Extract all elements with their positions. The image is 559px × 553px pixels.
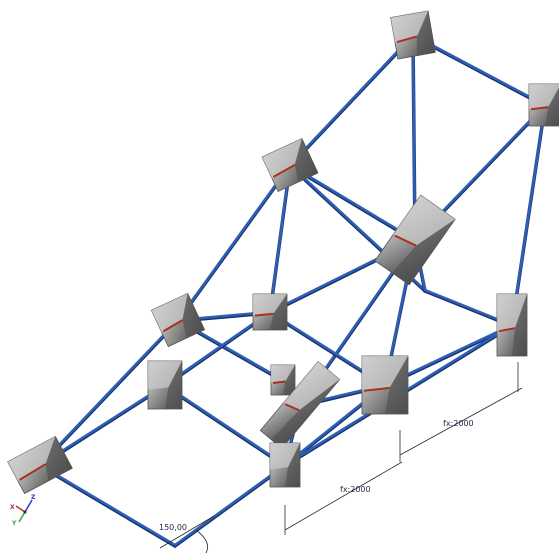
- axis-triad[interactable]: Z X Y: [10, 494, 36, 527]
- truss-member[interactable]: [411, 33, 547, 107]
- joint-connector[interactable]: [150, 292, 206, 348]
- joint-weld-edge: [272, 380, 286, 384]
- joint-face: [393, 195, 456, 246]
- joint-connector[interactable]: [270, 364, 296, 396]
- joint-shadow-face: [294, 138, 318, 183]
- joint-connector[interactable]: [269, 442, 301, 488]
- joint-connector[interactable]: [259, 360, 341, 450]
- truss-member[interactable]: [38, 318, 180, 467]
- angle-arc: [195, 529, 209, 553]
- joint-weld-edge: [363, 386, 390, 392]
- joint-shadow-face: [385, 356, 408, 414]
- truss-member[interactable]: [173, 463, 287, 547]
- joint-shadow-face: [165, 361, 182, 409]
- axis-y-line: [18, 511, 26, 523]
- dimension-line-upper: [399, 387, 523, 456]
- joint-face: [271, 365, 295, 383]
- joint-face: [529, 84, 559, 110]
- joint-shadow-face: [416, 11, 436, 56]
- axis-z-label: Z: [31, 494, 36, 501]
- joint-weld-edge: [530, 106, 549, 111]
- joint-shadow-face: [271, 379, 340, 449]
- joint-weld-edge: [284, 403, 300, 412]
- truss-member[interactable]: [288, 33, 415, 167]
- joint-face: [7, 436, 56, 481]
- joint-connectors: [7, 10, 559, 495]
- truss-member[interactable]: [38, 463, 177, 547]
- joint-connector[interactable]: [496, 293, 528, 357]
- dimension-extension: [159, 515, 215, 549]
- joint-shadow-face: [545, 87, 559, 126]
- joint-face: [262, 138, 302, 178]
- axis-x-label: X: [10, 504, 15, 511]
- joint-weld-edge: [498, 327, 516, 333]
- truss-member[interactable]: [510, 103, 547, 327]
- joint-face: [497, 294, 527, 332]
- truss-member[interactable]: [176, 163, 292, 322]
- truss-member[interactable]: [163, 310, 272, 387]
- joint-weld-edge: [254, 312, 274, 317]
- joint-weld-edge: [19, 463, 47, 481]
- joint-face: [253, 294, 287, 316]
- joint-connector[interactable]: [147, 360, 183, 410]
- joint-connector[interactable]: [390, 10, 436, 60]
- dimension-label-angle: 150,00: [159, 523, 187, 532]
- joint-weld-edge: [394, 234, 417, 247]
- joint-connector[interactable]: [528, 83, 559, 127]
- axis-origin: [23, 510, 27, 514]
- dimension-lines: [159, 362, 523, 553]
- joint-face: [151, 293, 188, 333]
- dimension-label-fx-upper: fx:2000: [443, 419, 474, 428]
- axis-z-line: [24, 499, 33, 513]
- joint-shadow-face: [45, 436, 73, 481]
- axis-x-line: [15, 505, 26, 513]
- joint-shadow-face: [182, 293, 205, 339]
- joint-shadow-face: [392, 219, 456, 285]
- axis-y-label: Y: [11, 520, 17, 527]
- joint-weld-edge: [162, 319, 183, 333]
- joint-shadow-face: [285, 443, 300, 487]
- joint-shadow-face: [283, 365, 295, 395]
- truss-member[interactable]: [288, 163, 417, 242]
- dimension-label-fx-lower: fx:2000: [340, 485, 371, 494]
- joint-weld-edge: [396, 35, 418, 44]
- joint-face: [283, 361, 340, 411]
- joint-connector[interactable]: [7, 435, 73, 495]
- truss-member[interactable]: [268, 163, 292, 314]
- joint-face: [390, 11, 429, 43]
- joint-connector[interactable]: [374, 194, 456, 286]
- joint-connector[interactable]: [261, 137, 319, 193]
- joint-shadow-face: [512, 294, 527, 356]
- joint-connector[interactable]: [361, 355, 409, 415]
- joint-face: [362, 356, 408, 391]
- joint-face: [270, 443, 300, 470]
- joint-face: [148, 361, 182, 390]
- dimension-line-lower: [284, 461, 403, 531]
- joint-connector[interactable]: [252, 293, 288, 331]
- joint-weld-edge: [272, 163, 296, 178]
- joint-shadow-face: [270, 294, 287, 330]
- truss-member[interactable]: [163, 383, 287, 467]
